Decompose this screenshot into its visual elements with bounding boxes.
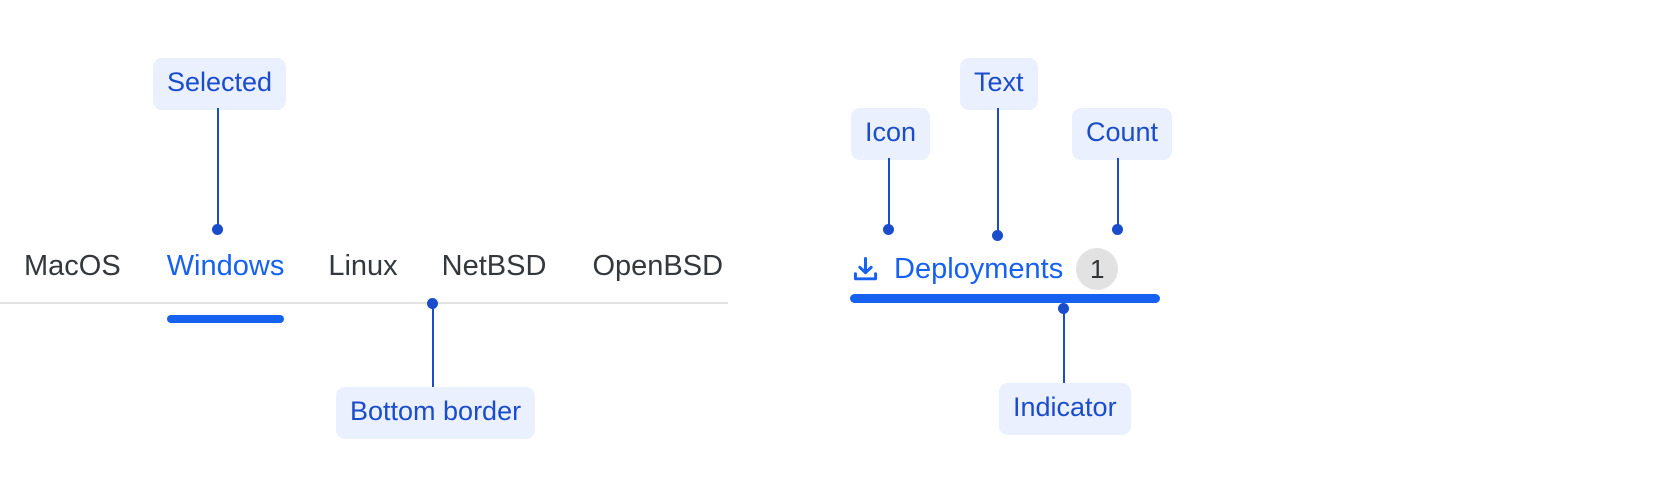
- callout-selected: Selected: [153, 58, 287, 110]
- leader-line-icon: [888, 158, 890, 230]
- tab-deployments-count-badge: 1: [1076, 248, 1119, 290]
- callout-icon-label: Icon: [865, 117, 917, 147]
- leader-dot-text: [992, 230, 1003, 241]
- leader-dot-selected: [212, 224, 223, 235]
- leader-line-bottom-border: [432, 303, 434, 387]
- operating-system-tabbar: MacOS Windows Linux NetBSD OpenBSD: [0, 248, 728, 323]
- callout-text: Text: [960, 58, 1038, 110]
- tab-deployments[interactable]: Deployments 1: [850, 248, 1160, 303]
- leader-dot-icon: [883, 224, 894, 235]
- leader-line-count: [1117, 158, 1119, 230]
- callout-indicator: Indicator: [999, 383, 1131, 435]
- tab-deployments-label: Deployments: [894, 252, 1064, 285]
- leader-line-indicator: [1063, 308, 1065, 383]
- leader-line-text: [997, 108, 999, 236]
- deployments-tabbar: Deployments 1: [850, 248, 1160, 304]
- download-icon: [853, 256, 878, 280]
- callout-bottom-border: Bottom border: [336, 387, 536, 439]
- leader-line-selected: [217, 108, 219, 230]
- tab-macos[interactable]: MacOS: [24, 248, 121, 281]
- tab-windows[interactable]: Windows: [166, 248, 285, 323]
- callout-icon: Icon: [851, 108, 931, 160]
- tab-windows-label: Windows: [166, 250, 285, 282]
- tab-windows-selected-indicator: [166, 315, 285, 323]
- tab-macos-label: MacOS: [24, 250, 121, 282]
- tab-deployments-selected-indicator: [850, 294, 1160, 303]
- callout-count: Count: [1072, 108, 1173, 160]
- tab-netbsd[interactable]: NetBSD: [442, 248, 547, 281]
- callout-indicator-label: Indicator: [1013, 392, 1117, 422]
- tab-linux-label: Linux: [328, 250, 398, 282]
- tab-openbsd[interactable]: OpenBSD: [592, 248, 723, 281]
- callout-bottom-border-label: Bottom border: [350, 396, 522, 426]
- tab-list: MacOS Windows Linux NetBSD OpenBSD: [0, 248, 723, 323]
- tab-openbsd-label: OpenBSD: [592, 250, 724, 282]
- callout-selected-label: Selected: [167, 67, 273, 97]
- leader-dot-count: [1112, 224, 1123, 235]
- callout-text-label: Text: [974, 67, 1024, 97]
- tab-linux[interactable]: Linux: [328, 248, 397, 281]
- tab-netbsd-label: NetBSD: [441, 250, 547, 282]
- callout-count-label: Count: [1086, 117, 1159, 147]
